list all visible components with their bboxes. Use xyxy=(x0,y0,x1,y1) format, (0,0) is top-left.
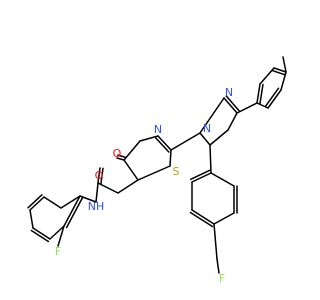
bond-n2-c2 xyxy=(157,135,172,151)
atom-label-n-thiazole: N xyxy=(154,123,162,136)
bond-r6-r1 xyxy=(256,102,269,109)
bond-b4b-f2 xyxy=(216,258,220,274)
double-bond-c1-o1 xyxy=(100,167,104,185)
bond-t4-t3 xyxy=(123,140,141,161)
double-bond-a3-a4 xyxy=(27,194,43,209)
double-bond-a5-a6 xyxy=(30,229,50,243)
bond-t4-o2 xyxy=(116,157,125,161)
bond-r4-r5 xyxy=(280,71,287,91)
bond-lines xyxy=(27,56,287,274)
bond-a7-f1 xyxy=(57,225,65,247)
bond-c1-n1 xyxy=(95,182,99,203)
bond-p3-r1 xyxy=(236,102,258,114)
bond-p5-p4 xyxy=(209,129,229,146)
double-bond-r1-r2 xyxy=(259,83,264,105)
bond-c1-o1 xyxy=(97,167,101,184)
bond-a3-a4 xyxy=(29,196,45,211)
bond-r1-r2 xyxy=(256,83,261,104)
bond-ch2-t5 xyxy=(117,179,139,194)
bond-b4-b4b xyxy=(213,223,218,260)
bond-t3-n2 xyxy=(139,135,159,142)
bond-c2-pn1 xyxy=(170,132,201,151)
bond-pn2-pn1 xyxy=(199,97,225,134)
double-bond-r3-r4 xyxy=(272,70,286,76)
bond-t5-t4 xyxy=(123,159,139,181)
bond-a6-a7 xyxy=(49,225,65,240)
bond-b6-b1 xyxy=(210,172,235,187)
atom-label-o-ring: O xyxy=(113,147,122,160)
molecule-structure: O NH F O N S N N F xyxy=(27,56,287,285)
double-bond-b1-b2 xyxy=(189,169,211,181)
bond-a4-a5 xyxy=(29,209,34,229)
atom-label-f-left: F xyxy=(55,245,61,258)
atom-label-n-pyrazole-1: N xyxy=(203,122,211,135)
bond-s1-t5 xyxy=(137,165,171,181)
double-bond-p3-pn2 xyxy=(225,95,241,112)
bond-b3-b4 xyxy=(191,209,215,225)
double-bond-b3-b4 xyxy=(189,211,214,228)
bond-b4-b5 xyxy=(213,212,235,225)
bond-a2-a3 xyxy=(43,196,62,209)
bond-r2-r3 xyxy=(259,67,275,85)
atom-label-f-bottom: F xyxy=(219,272,225,285)
bond-a7-a1 xyxy=(63,195,81,227)
bond-r3-r4 xyxy=(273,67,287,73)
bond-c2-s1 xyxy=(169,149,172,167)
bond-r5-r6 xyxy=(267,89,282,109)
bond-a1-a2 xyxy=(60,195,81,209)
double-bond-r5-r6 xyxy=(264,87,280,107)
double-bond-n2-c2 xyxy=(155,137,170,153)
bond-ch2-c1 xyxy=(97,182,119,194)
bond-a5-a6 xyxy=(32,227,51,240)
double-bond-t4-o2 xyxy=(117,154,126,158)
bond-p3-pn2 xyxy=(223,97,238,114)
bond-p4-p3 xyxy=(227,112,238,131)
bond-pn1-p5 xyxy=(199,132,211,146)
bond-b1-b2 xyxy=(191,172,212,183)
double-bond-a7-a1 xyxy=(65,196,84,229)
atom-label-n-pyrazole-2: N xyxy=(225,86,233,99)
atom-label-s-thiazole: S xyxy=(173,165,180,178)
atom-label-o-amide: O xyxy=(95,169,104,182)
bond-r4-rm xyxy=(282,56,287,73)
atom-label-nh-amide: NH xyxy=(88,200,105,213)
bond-p5-b1 xyxy=(209,144,212,174)
